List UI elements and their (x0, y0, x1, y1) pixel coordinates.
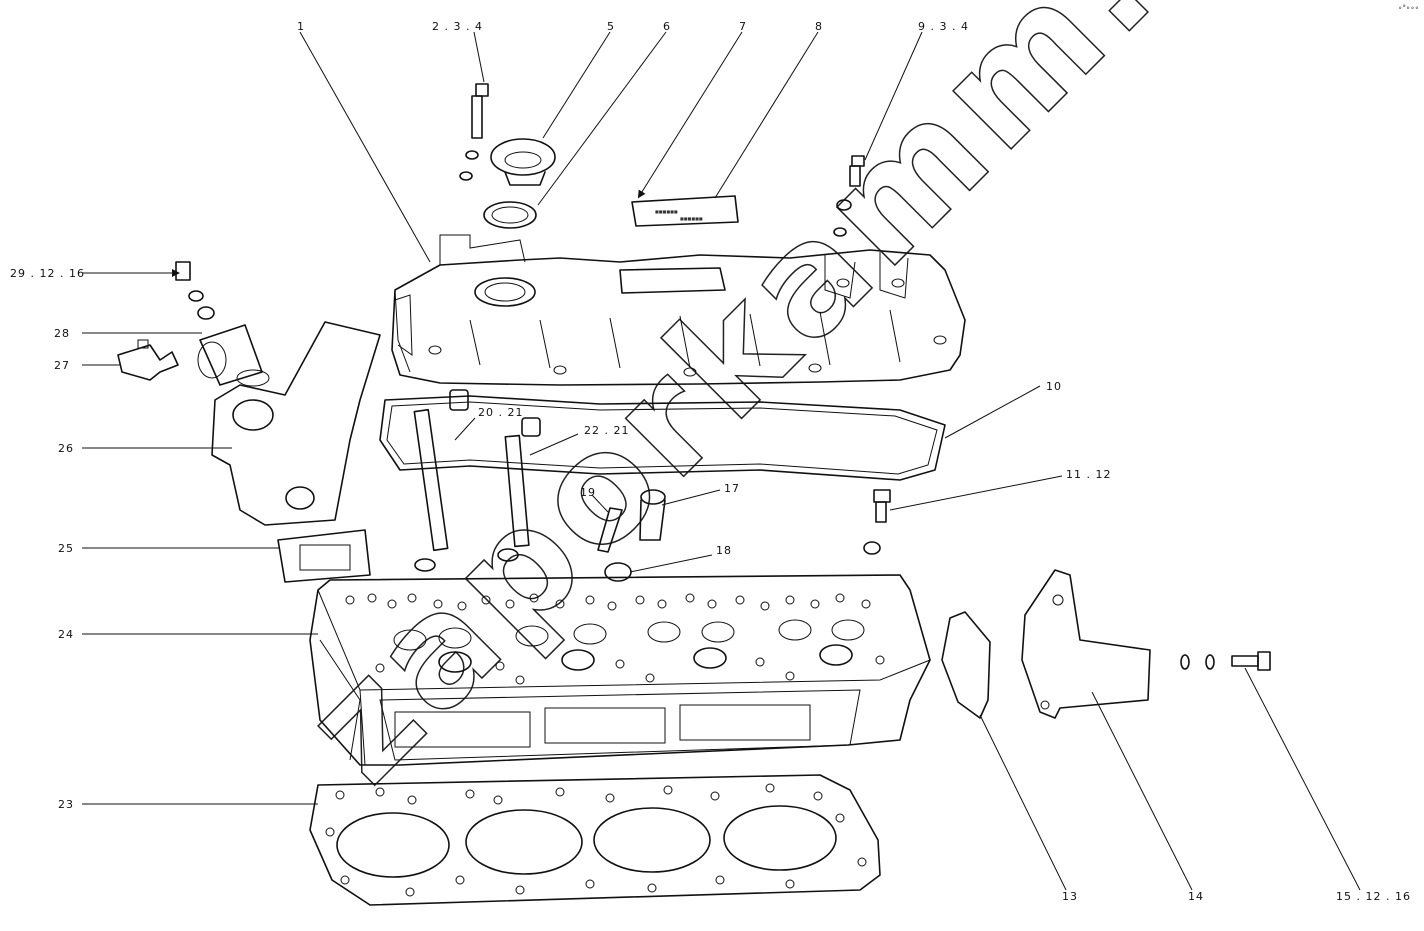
callout-18: 18 (716, 544, 732, 557)
callout-10: 10 (1046, 380, 1062, 393)
pin-19 (597, 507, 623, 553)
callout-5: 5 (607, 20, 615, 33)
callout-25: 25 (58, 542, 74, 555)
bolt-2 (459, 83, 489, 181)
bracket-gasket (941, 611, 991, 719)
valve-cover (391, 234, 966, 386)
injector-sleeve-17 (639, 489, 666, 541)
callout-14: 14 (1188, 890, 1204, 903)
callout-1: 1 (297, 20, 305, 33)
cap-seal (483, 201, 537, 229)
callout-23: 23 (58, 798, 74, 811)
callout-24: 24 (58, 628, 74, 641)
bolt-29 (175, 261, 215, 320)
callout-6: 6 (663, 20, 671, 33)
head-bolt-20 (413, 389, 469, 572)
temperature-sender (117, 339, 179, 381)
corner-mark: ∘°∘∘∘ (1398, 4, 1419, 12)
flange-gasket (277, 529, 371, 583)
cylinder-head (309, 574, 931, 766)
bolt-15 (1180, 651, 1271, 671)
callout-22-21: 22 . 21 (584, 424, 629, 437)
leader-lines (82, 31, 1361, 891)
callout-28: 28 (54, 327, 70, 340)
oil-filler-cap (490, 138, 556, 186)
callout-2-3-4: 2 . 3 . 4 (432, 20, 483, 33)
callout-27: 27 (54, 359, 70, 372)
watermark-text: zaporkamm.ru (272, 0, 1329, 815)
lifting-bracket (1021, 569, 1151, 719)
head-gasket (309, 774, 881, 906)
nameplate: ■■■■■■ ■■■■■■ (631, 195, 739, 227)
nameplate-line-2: ■■■■■■ (680, 216, 703, 221)
callout-26: 26 (58, 442, 74, 455)
callout-19: 19 (580, 486, 596, 499)
bolt-9 (833, 155, 865, 237)
cover-gasket (379, 395, 946, 481)
callout-13: 13 (1062, 890, 1078, 903)
callout-7: 7 (739, 20, 747, 33)
nameplate-line-1: ■■■■■■ (655, 209, 678, 214)
water-outlet-housing (197, 321, 381, 526)
head-bolt-22 (497, 417, 541, 562)
callout-29-12-16: 29 . 12 . 16 (10, 267, 85, 280)
callout-labels: 1 2 . 3 . 4 5 6 7 8 9 . 3 . 4 10 11 . 12… (10, 20, 1411, 903)
callout-20-21: 20 . 21 (478, 406, 523, 419)
callout-8: 8 (815, 20, 823, 33)
callout-9-3-4: 9 . 3 . 4 (918, 20, 969, 33)
callout-15-12-16: 15 . 12 . 16 (1336, 890, 1411, 903)
callout-17: 17 (724, 482, 740, 495)
callout-11-12: 11 . 12 (1066, 468, 1111, 481)
bolt-11 (863, 489, 891, 555)
